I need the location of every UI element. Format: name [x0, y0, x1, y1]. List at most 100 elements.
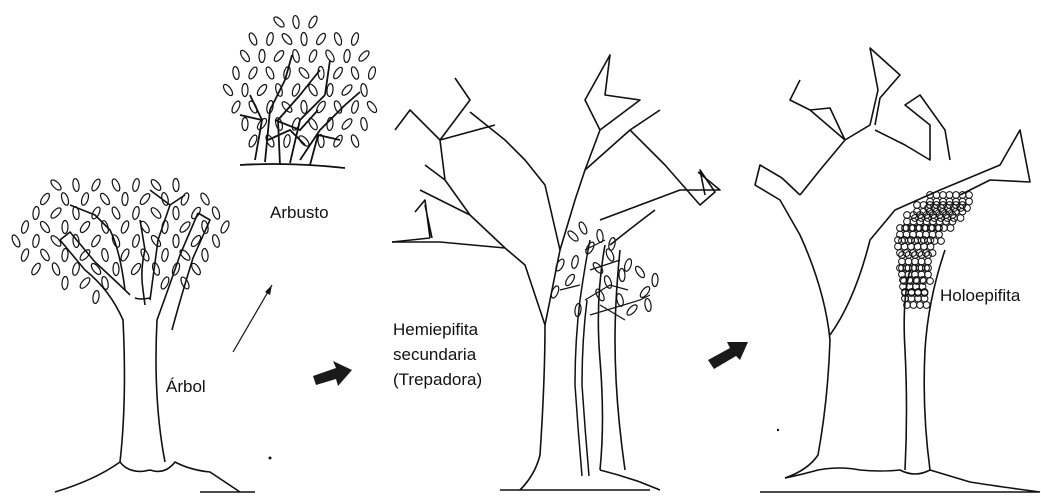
leaf — [62, 276, 69, 289]
bead — [936, 231, 943, 238]
leaf — [111, 234, 121, 248]
leaf — [550, 285, 561, 299]
leaf — [120, 220, 130, 234]
bead — [966, 198, 973, 205]
bead — [912, 258, 919, 265]
leaf — [307, 117, 319, 131]
climbing-vine-stem — [575, 240, 590, 476]
leaf — [564, 273, 576, 287]
leaf — [308, 49, 319, 63]
leaf — [131, 234, 140, 248]
leaf — [32, 206, 40, 220]
bead — [914, 202, 921, 209]
leaf — [99, 192, 111, 206]
leaf — [49, 206, 62, 220]
leaf — [150, 178, 163, 192]
leaf — [100, 220, 109, 234]
bead — [895, 243, 902, 250]
leaf — [578, 221, 589, 235]
leaf — [283, 134, 291, 148]
bead — [957, 215, 964, 222]
leaf — [219, 220, 230, 234]
leaf — [366, 100, 379, 114]
leaf — [239, 49, 251, 63]
leaf — [111, 178, 122, 192]
leaf — [634, 265, 646, 279]
leaf — [350, 134, 360, 148]
bead — [914, 243, 921, 250]
leaf — [265, 66, 276, 80]
leaf — [616, 293, 625, 307]
leaf — [340, 117, 353, 131]
leaf — [161, 220, 168, 234]
leaf — [60, 192, 70, 206]
leaf — [79, 220, 92, 234]
bead — [938, 238, 945, 245]
leaf — [242, 118, 248, 131]
leaf — [230, 100, 241, 114]
bead — [918, 258, 925, 265]
leaf — [300, 100, 307, 113]
leaf — [332, 134, 344, 148]
leaf — [51, 262, 61, 276]
leaf — [594, 288, 606, 302]
leaf — [90, 262, 103, 276]
leaf — [350, 66, 360, 80]
leaf — [326, 83, 333, 97]
leaf — [20, 248, 30, 262]
leaf — [292, 49, 301, 63]
leaf — [173, 235, 179, 248]
leaf — [39, 248, 51, 262]
leaf — [273, 49, 286, 63]
leaf — [113, 262, 119, 275]
leaf — [150, 234, 163, 248]
leaf — [242, 83, 248, 96]
leaf — [71, 262, 80, 276]
leaf — [343, 49, 351, 63]
bead — [946, 192, 953, 199]
label-hemiepifita-line1: Hemiepifita — [393, 320, 479, 339]
label-arbol: Árbol — [166, 377, 206, 396]
leaf — [350, 100, 359, 114]
bead — [927, 243, 934, 250]
leaf — [90, 178, 102, 192]
leaf — [596, 229, 604, 243]
leaf — [201, 248, 208, 262]
leaf — [256, 83, 269, 97]
leaf — [266, 32, 275, 46]
leaf — [281, 32, 294, 46]
bold-arrow-1 — [313, 361, 352, 386]
leaf — [625, 303, 638, 317]
leaf — [247, 66, 258, 80]
leaf — [297, 66, 310, 80]
leaf — [39, 192, 51, 206]
tree-illustration — [55, 190, 255, 492]
leaf — [180, 192, 191, 206]
leaf — [173, 178, 180, 191]
leaf — [20, 220, 30, 234]
bead — [953, 192, 960, 199]
leaf — [32, 234, 40, 248]
leaf — [623, 258, 633, 272]
leaf — [301, 32, 308, 45]
leaf — [132, 206, 141, 220]
bead — [910, 302, 917, 309]
bead — [933, 192, 940, 199]
leaf — [151, 262, 161, 276]
label-arbusto: Arbusto — [270, 203, 329, 222]
leaf — [190, 206, 202, 220]
leaf — [571, 255, 580, 269]
leaf — [211, 206, 221, 220]
growth-arrow-thin — [233, 285, 272, 352]
leaf — [101, 276, 110, 290]
leaf — [232, 66, 240, 80]
bead — [904, 212, 911, 219]
leaf — [360, 117, 368, 131]
leaf — [211, 234, 220, 248]
bead — [921, 243, 928, 250]
leaf — [315, 32, 327, 46]
bead — [899, 258, 906, 265]
leaf — [272, 15, 285, 28]
leaf — [61, 248, 68, 261]
